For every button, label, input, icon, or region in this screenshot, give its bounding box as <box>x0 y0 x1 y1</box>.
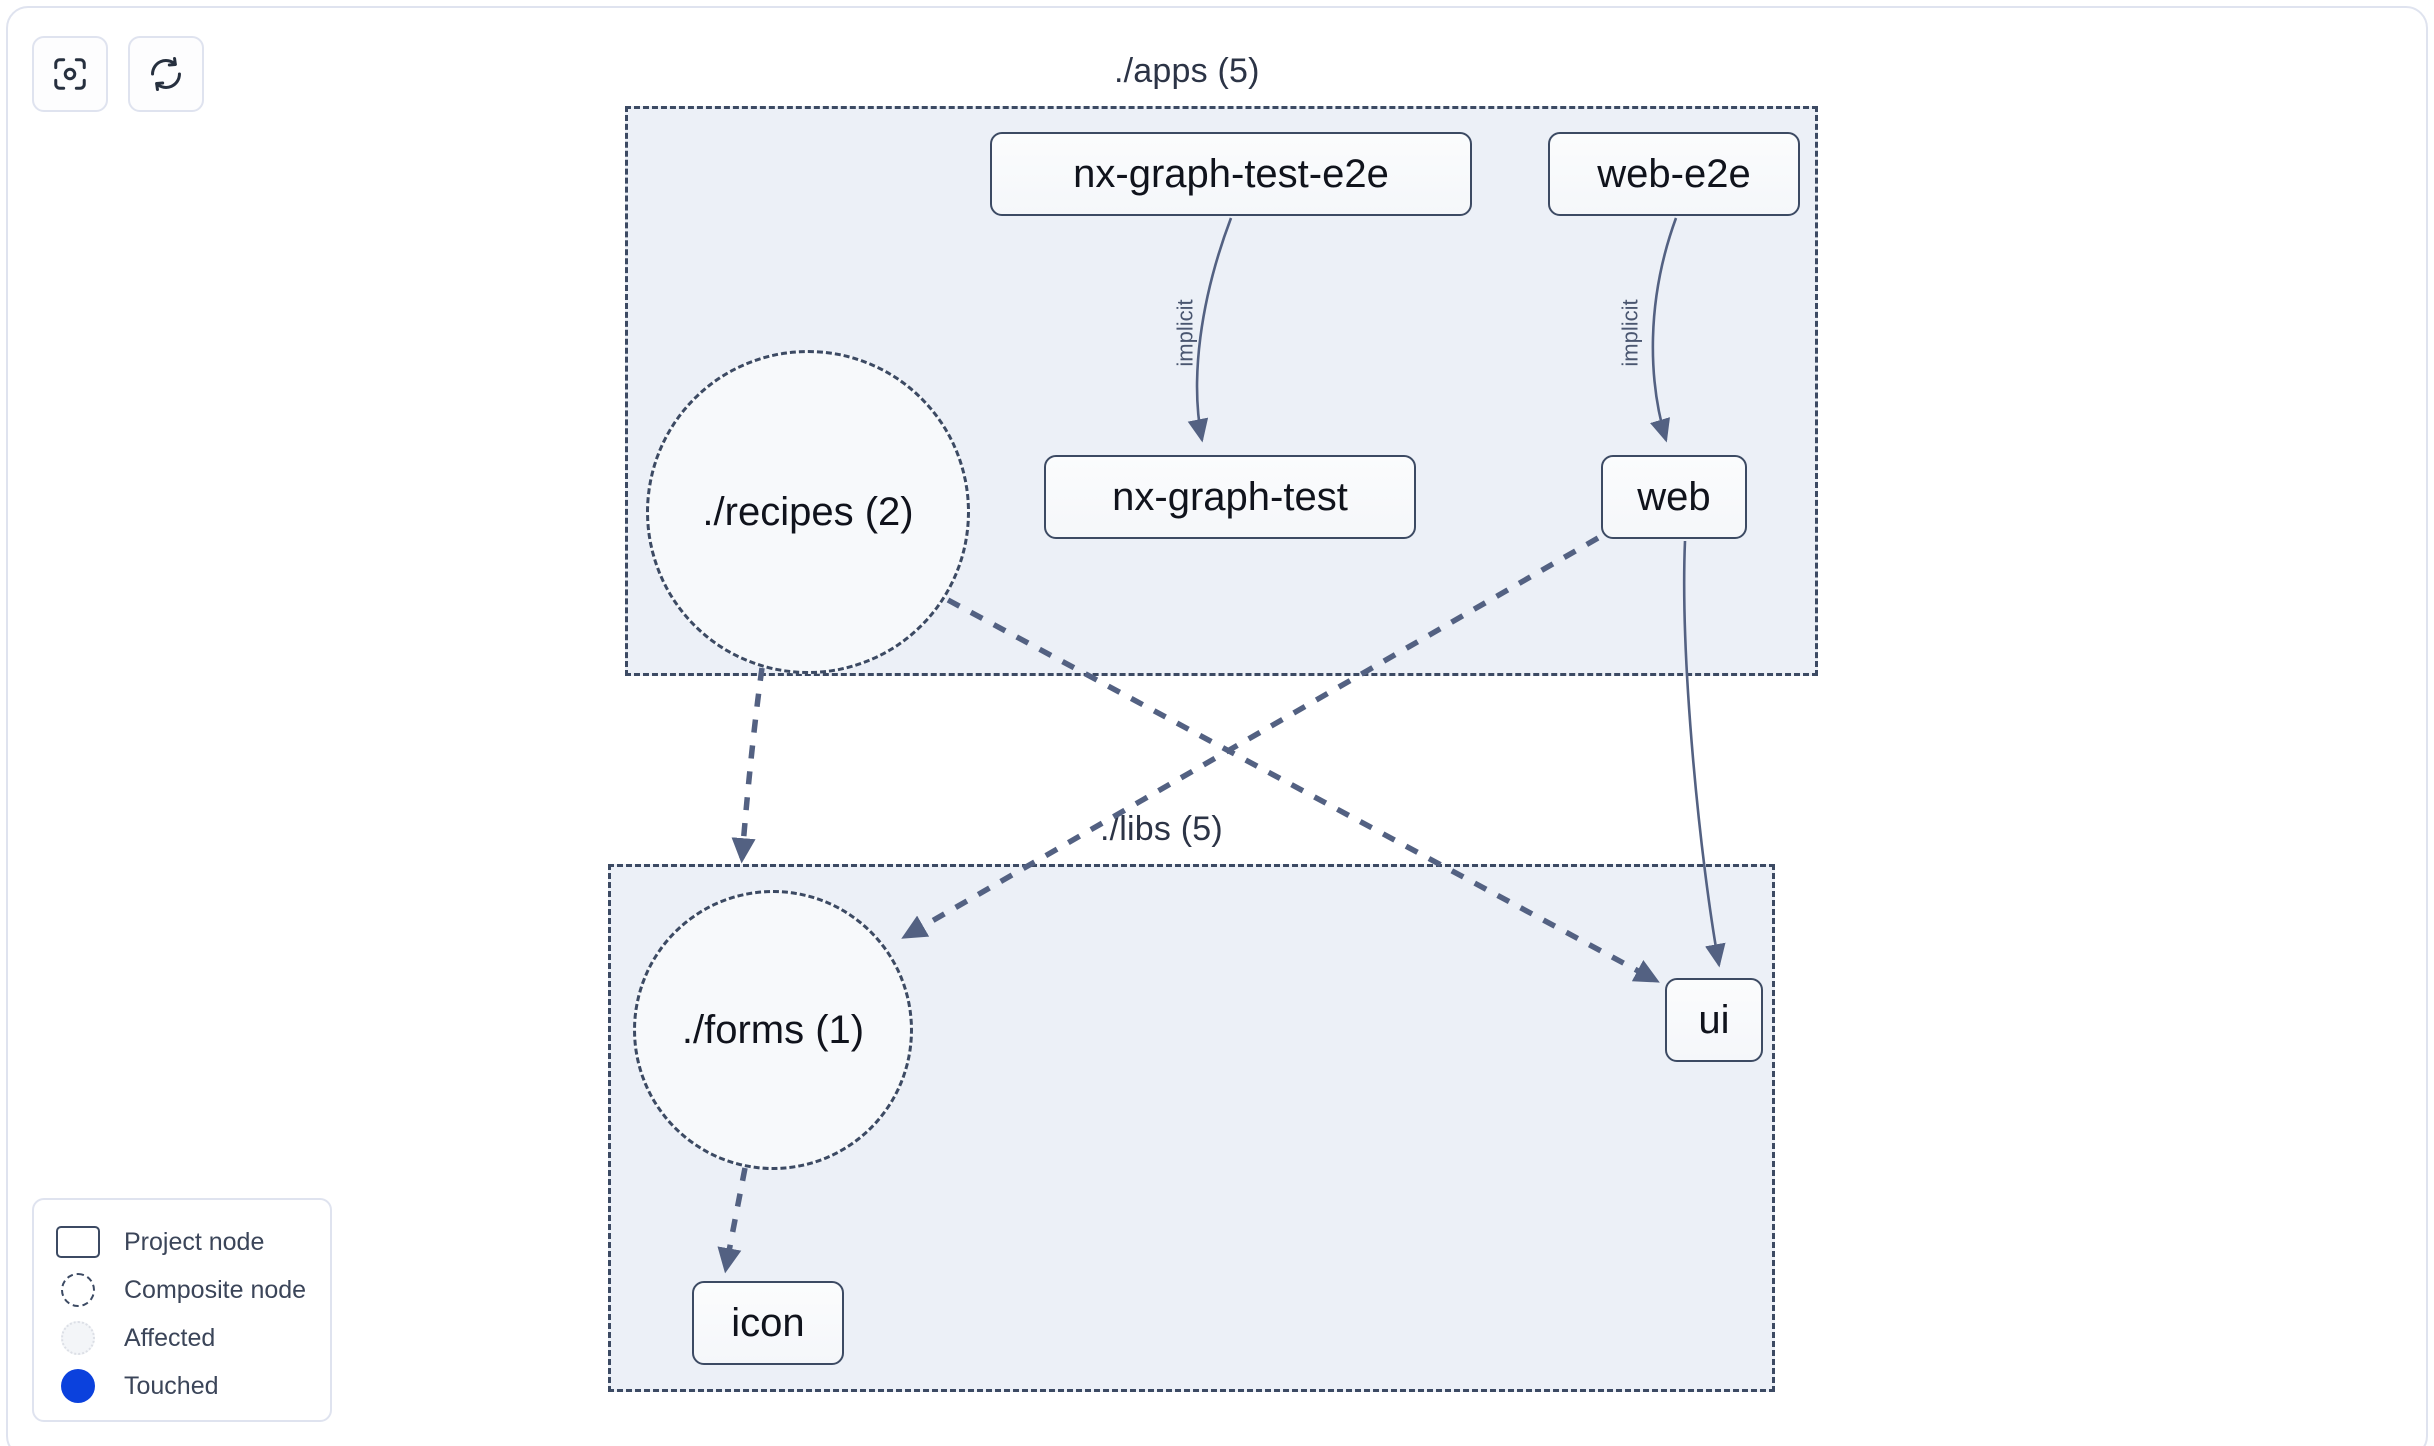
focus-graph-button[interactable] <box>32 36 108 112</box>
legend-label-composite-node: Composite node <box>124 1275 307 1304</box>
project-node-nx-graph-test-e2e[interactable]: nx-graph-test-e2e <box>990 132 1472 216</box>
composite-node-swatch <box>54 1273 102 1307</box>
affected-swatch <box>54 1321 102 1355</box>
project-node-nx-graph-test[interactable]: nx-graph-test <box>1044 455 1416 539</box>
project-node-ui[interactable]: ui <box>1665 978 1763 1062</box>
project-node-swatch <box>54 1226 102 1258</box>
project-node-web-e2e[interactable]: web-e2e <box>1548 132 1800 216</box>
project-node-icon[interactable]: icon <box>692 1281 844 1365</box>
refresh-graph-button[interactable] <box>128 36 204 112</box>
graph-toolbar <box>32 36 204 112</box>
edge-label-implicit-nx-graph-test: implicit <box>1172 299 1198 367</box>
legend-item-touched: Touched <box>54 1362 310 1410</box>
touched-swatch <box>54 1369 102 1403</box>
legend-label-project-node: Project node <box>124 1227 265 1256</box>
legend-label-touched: Touched <box>124 1371 219 1400</box>
graph-legend: Project node Composite node Affected Tou… <box>32 1198 332 1422</box>
composite-node-recipes[interactable]: ./recipes (2) <box>646 350 970 674</box>
group-label-apps: ./apps (5) <box>1114 52 1260 90</box>
legend-label-affected: Affected <box>124 1323 216 1352</box>
refresh-icon <box>147 55 185 93</box>
edge-recipes-to-forms[interactable] <box>731 667 765 864</box>
group-label-libs: ./libs (5) <box>1100 810 1223 848</box>
edge-label-implicit-web: implicit <box>1617 299 1643 367</box>
viewfinder-target-icon <box>51 55 89 93</box>
legend-item-project-node: Project node <box>54 1218 310 1266</box>
legend-item-composite-node: Composite node <box>54 1266 310 1314</box>
project-node-web[interactable]: web <box>1601 455 1747 539</box>
composite-node-forms[interactable]: ./forms (1) <box>633 890 913 1170</box>
legend-item-affected: Affected <box>54 1314 310 1362</box>
